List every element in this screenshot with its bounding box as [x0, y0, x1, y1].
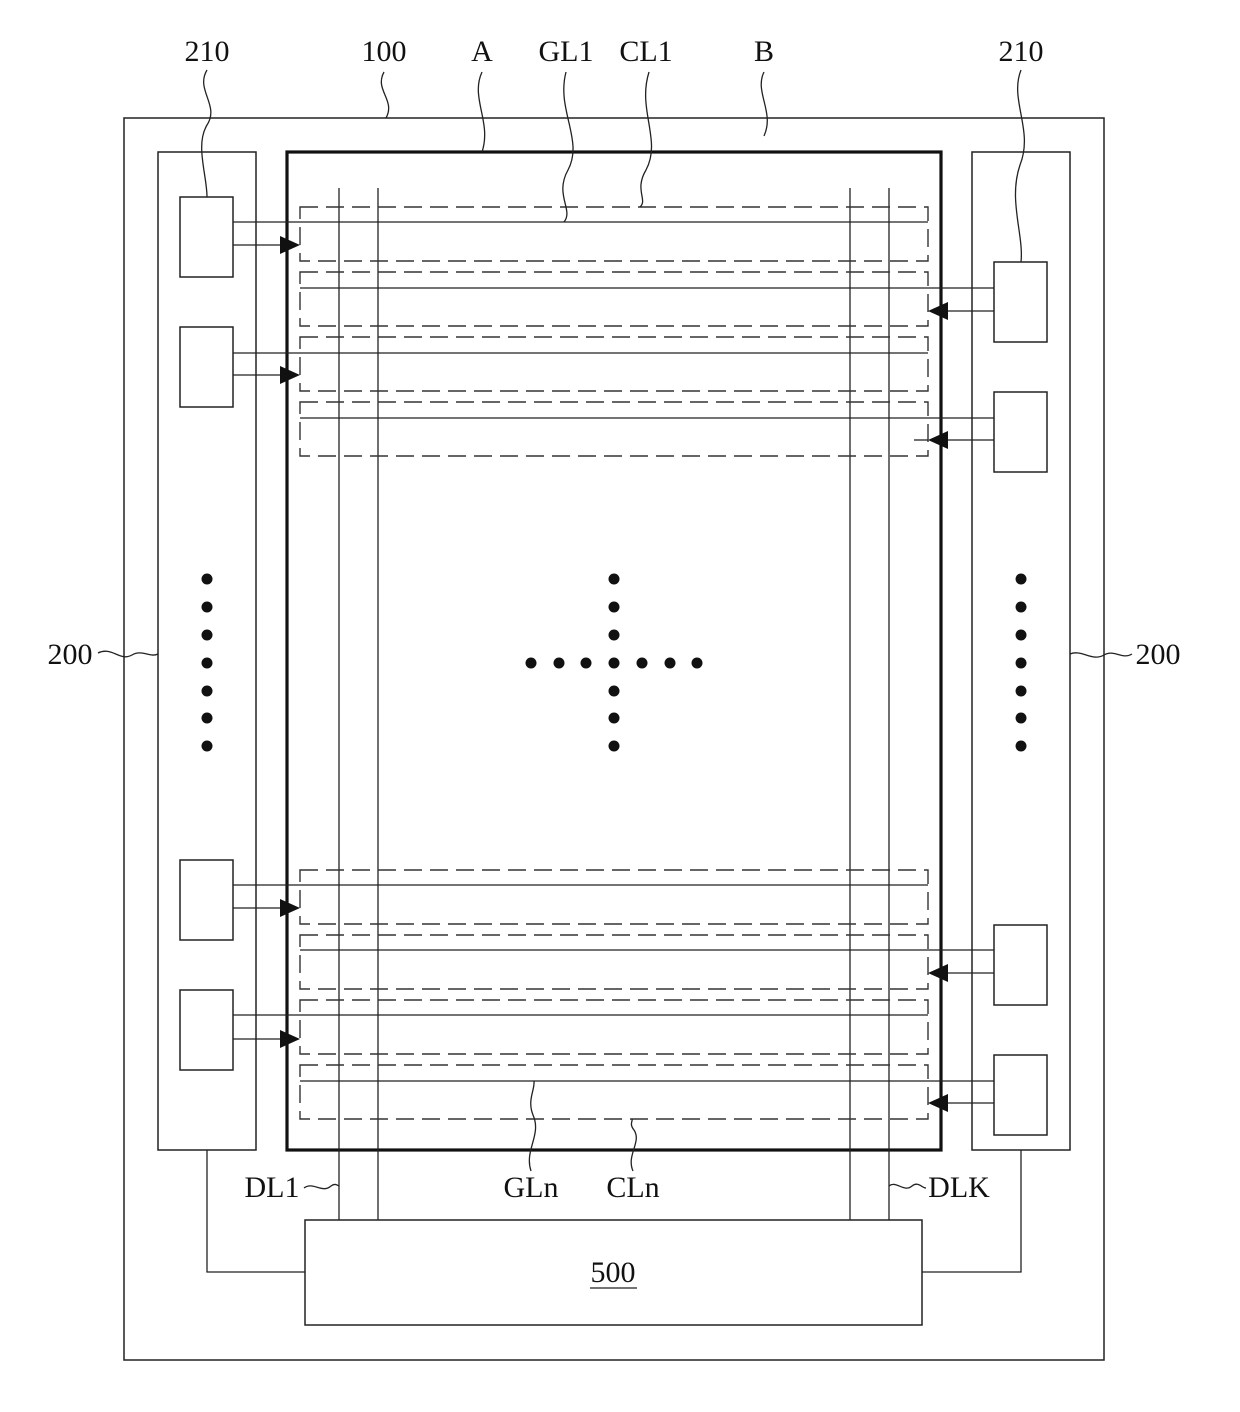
label-200-left: 200 [48, 638, 93, 671]
vertical-ellipsis-left [202, 574, 213, 752]
control-line-region [300, 870, 928, 924]
label-cl1: CL1 [619, 35, 672, 68]
driver-connection-left [207, 1150, 305, 1272]
leader-100 [381, 72, 388, 118]
arrow-right [233, 236, 300, 254]
driver-block-left [180, 860, 233, 940]
label-dlk: DLK [928, 1171, 990, 1204]
arrow-left [928, 302, 994, 320]
leader-gln [529, 1081, 535, 1171]
vertical-ellipsis-right [1016, 574, 1027, 752]
control-line-region [300, 935, 928, 989]
arrow-left [914, 431, 994, 449]
leader-200-right [1070, 653, 1132, 657]
leader-gl1 [563, 72, 573, 222]
label-100: 100 [362, 35, 407, 68]
leader-210-left [202, 70, 211, 197]
label-a: A [471, 35, 493, 68]
label-200-right: 200 [1136, 638, 1181, 671]
control-line-region [300, 1000, 928, 1054]
driver-block-left [180, 327, 233, 407]
driver-block-right [994, 925, 1047, 1005]
label-gln: GLn [504, 1171, 559, 1204]
driver-block-right [994, 392, 1047, 472]
cross-ellipsis-center [526, 574, 703, 752]
arrow-right [233, 1030, 300, 1048]
label-gl1: GL1 [539, 35, 594, 68]
label-210-right: 210 [999, 35, 1044, 68]
leader-dl1 [304, 1184, 339, 1188]
driver-block-left [180, 197, 233, 277]
driver-block-right [994, 1055, 1047, 1135]
arrow-left [928, 964, 994, 982]
leader-200-left [98, 651, 158, 657]
arrow-right [233, 366, 300, 384]
driver-connection-right [922, 1150, 1021, 1272]
leader-dlk [889, 1184, 926, 1188]
leader-b [761, 72, 767, 136]
control-line-region [300, 207, 928, 261]
label-cln: CLn [606, 1171, 659, 1204]
control-line-region [300, 272, 928, 326]
label-b: B [754, 35, 774, 68]
leader-210-right [1015, 70, 1024, 262]
label-210-left: 210 [185, 35, 230, 68]
label-dl1: DL1 [245, 1171, 300, 1204]
label-500: 500 [591, 1256, 636, 1289]
control-line-region [300, 402, 928, 456]
driver-block-right [994, 262, 1047, 342]
leader-a [478, 72, 484, 152]
arrow-left [928, 1094, 994, 1112]
leader-cln [631, 1119, 636, 1171]
control-line-region [300, 337, 928, 391]
arrow-right [233, 899, 300, 917]
control-line-region [300, 1065, 928, 1119]
leader-cl1 [640, 72, 652, 207]
driver-block-left [180, 990, 233, 1070]
